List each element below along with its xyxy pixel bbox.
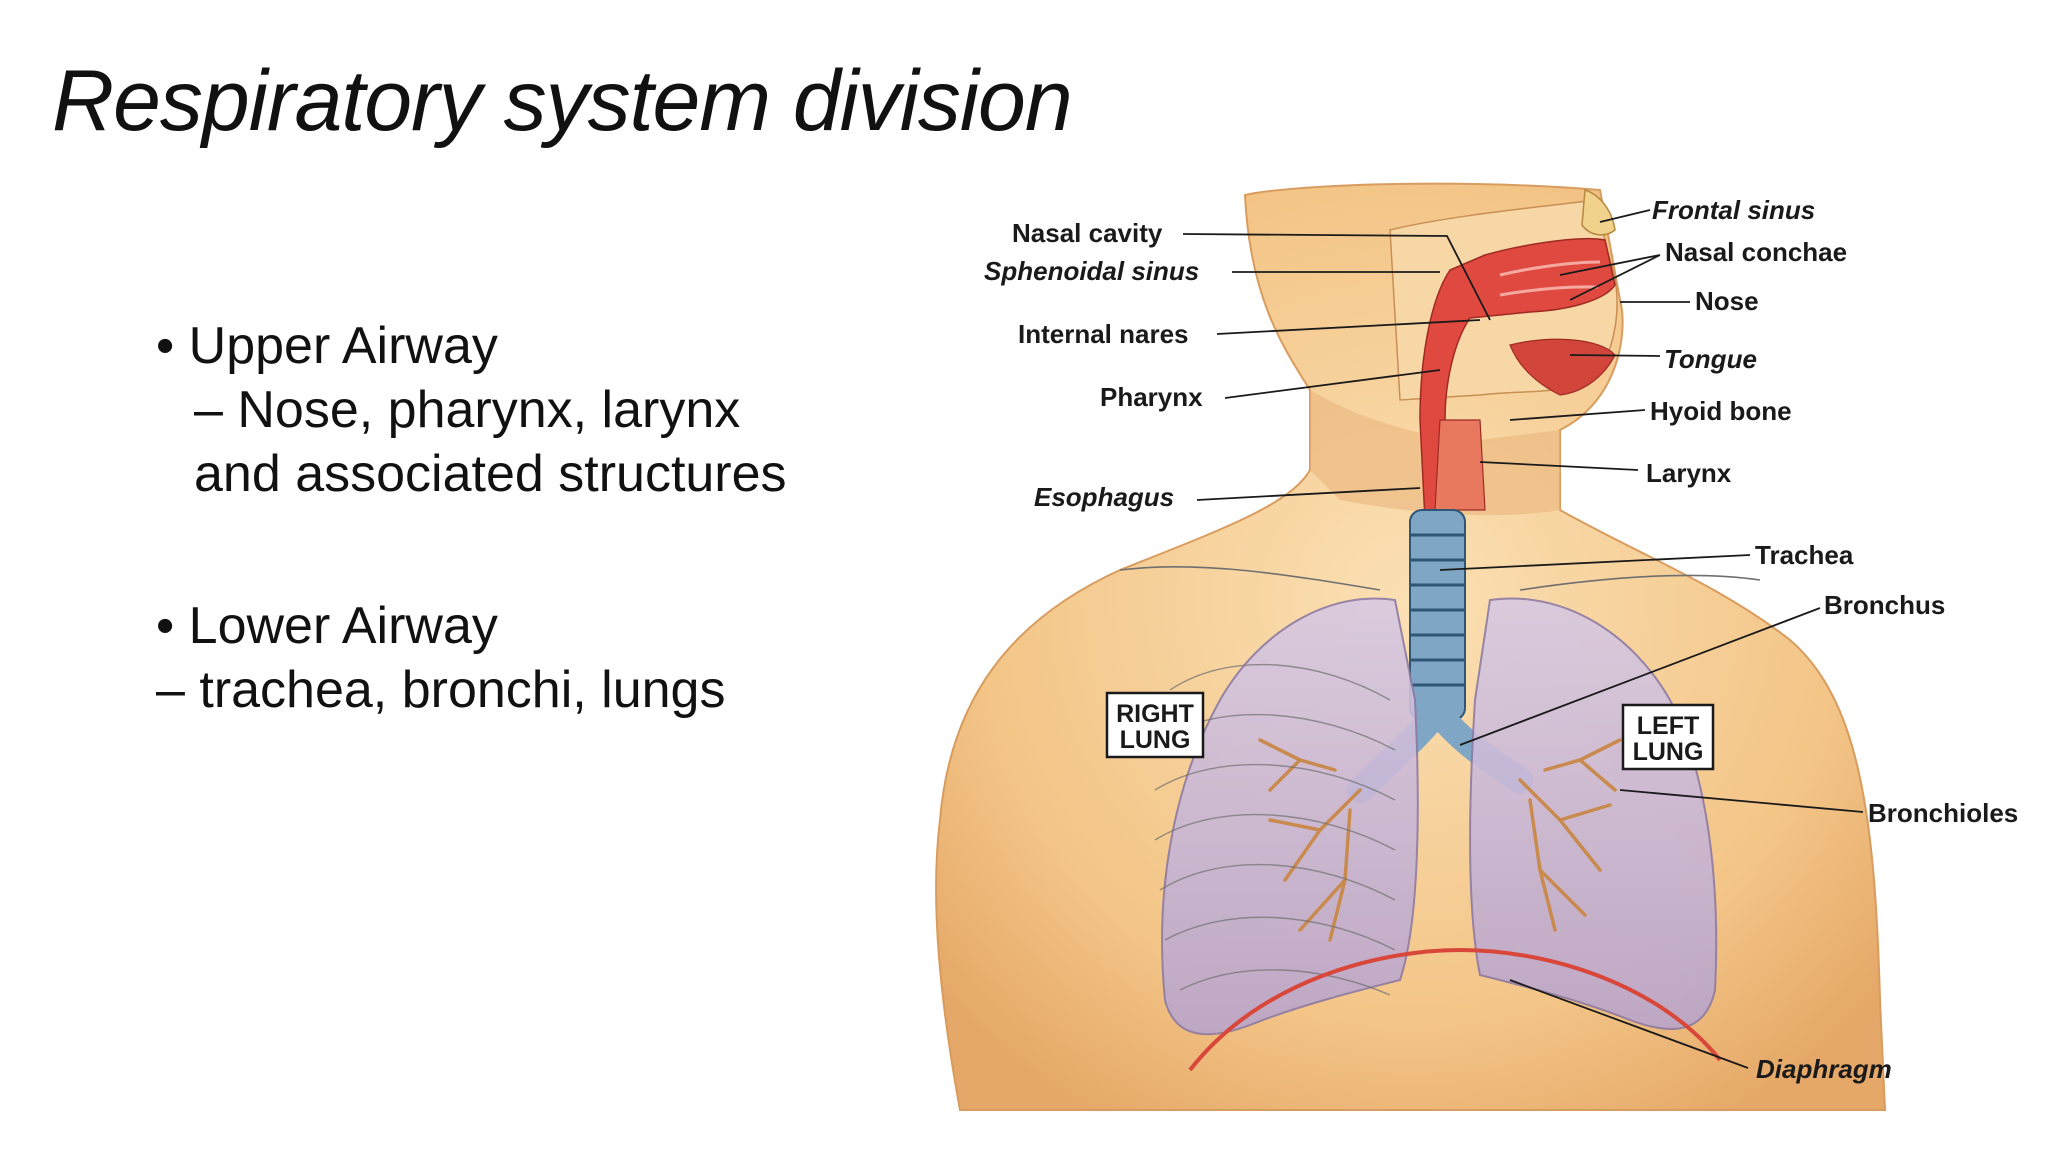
label-internal-nares: Internal nares [1018,319,1189,349]
respiratory-diagram: RIGHT LUNG LEFT LUNG [935,182,2018,1111]
bullet-lower-detail: – trachea, bronchi, lungs [156,661,726,719]
bullet-upper-detail-1: – Nose, pharynx, larynx [194,381,741,439]
label-pharynx: Pharynx [1100,382,1203,412]
label-nasal-conchae: Nasal conchae [1665,237,1847,267]
rib-lines [1154,663,1396,996]
label-bronchioles: Bronchioles [1868,798,2018,828]
clavicle-lines [1119,565,1761,591]
tongue-shape [1509,338,1616,396]
label-sphenoidal-sinus: Sphenoidal sinus [984,256,1199,286]
left-lung-label: LEFT LUNG [1621,703,1715,771]
svg-text:LUNG: LUNG [1633,738,1704,766]
label-tongue: Tongue [1664,344,1757,374]
nasal-conchae-lines [1499,260,1601,297]
label-bronchus: Bronchus [1824,590,1945,620]
label-larynx: Larynx [1646,458,1732,488]
bullet-lower-airway: • Lower Airway [156,597,498,655]
diaphragm [1188,947,1722,1072]
frontal-sinus-bone [1581,188,1616,236]
larynx-shape [1434,419,1486,511]
svg-text:RIGHT: RIGHT [1116,700,1194,728]
label-nasal-cavity: Nasal cavity [1012,218,1163,248]
label-esophagus: Esophagus [1034,482,1174,512]
label-hyoid-bone: Hyoid bone [1650,396,1792,426]
bronchiole-tree [1258,738,1622,942]
right-lung-label: RIGHT LUNG [1105,691,1205,759]
bullet-upper-detail-2: and associated structures [194,445,787,503]
label-nose: Nose [1695,286,1759,316]
label-frontal-sinus: Frontal sinus [1652,195,1815,225]
slide-title: Respiratory system division [52,53,1073,149]
label-trachea: Trachea [1755,540,1854,570]
nasal-cavity-shape [1419,237,1616,521]
label-diaphragm: Diaphragm [1756,1054,1892,1084]
svg-text:LUNG: LUNG [1120,726,1191,754]
svg-text:LEFT: LEFT [1637,712,1700,740]
leader-lines [1182,209,1864,1069]
diagram-labels: Nasal cavity Sphenoidal sinus Internal n… [984,195,2018,1084]
bullet-upper-airway: • Upper Airway [156,317,498,375]
trachea-rings [1409,509,1466,721]
